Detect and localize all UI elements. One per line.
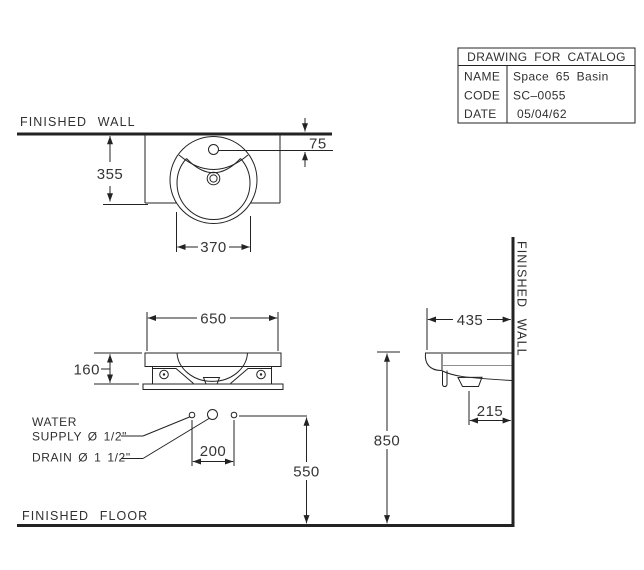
title-block-border: [457, 47, 636, 124]
floor: FINISHED FLOOR: [17, 509, 515, 527]
dim-75-group: 75: [302, 118, 327, 167]
bowl-front-curve: [176, 352, 248, 382]
top-view: FINISHED WALL: [17, 115, 333, 224]
faucet-hole: [208, 144, 219, 155]
title-block-row-value-date: 05/04/62: [517, 107, 567, 121]
water-supply-label-line1: WATER: [32, 415, 77, 429]
dim-850-group: 850: [374, 351, 401, 524]
dim-370-group: 370: [176, 212, 251, 256]
dim-435: 435: [457, 312, 484, 329]
finished-wall-side-label: FINISHED WALL: [515, 241, 529, 357]
bowl-outer-rim: [169, 136, 258, 224]
dim-215: 215: [477, 403, 504, 420]
left-bracket-outline: [152, 368, 194, 384]
title-block-row-value-code: SC–0055: [513, 89, 566, 103]
dim-75: 75: [309, 136, 327, 153]
dim-650: 650: [200, 311, 227, 328]
title-block-row-label-name: NAME: [464, 70, 500, 84]
dim-550: 550: [293, 464, 320, 481]
right-bracket-bolt: [259, 373, 263, 376]
side-drain-fitting: [457, 376, 483, 387]
dim-435-group: 435: [426, 308, 511, 350]
side-bowl-bottom: [441, 370, 512, 381]
bowl-inner-rim: [176, 158, 251, 221]
dim-550-group: 550: [239, 415, 320, 524]
dim-355: 355: [97, 166, 124, 183]
dim-160: 160: [73, 362, 100, 379]
drain-hole-inner: [209, 174, 218, 183]
front-view: [142, 352, 284, 390]
side-front-curve: [424, 352, 442, 371]
left-bracket-bolt: [162, 373, 166, 376]
dim-850: 850: [374, 433, 401, 450]
supply-drain-callouts: WATER SUPPLY Ø 1/2" DRAIN Ø 1 1/2": [32, 409, 238, 465]
dim-355-group: 355: [97, 136, 148, 205]
title-block-title: DRAWING FOR CATALOG: [467, 50, 626, 64]
base-plate: [142, 383, 284, 390]
side-bracket-pin: [442, 370, 448, 388]
dim-200-group: 200: [191, 420, 235, 466]
finished-wall-top-label: FINISHED WALL: [20, 115, 136, 129]
title-block: DRAWING FOR CATALOG NAME Space 65 Basin …: [457, 47, 636, 124]
drain-point: [207, 409, 218, 420]
bowl-back-ledge-outer: [178, 154, 249, 170]
water-supply-leader: [142, 416, 190, 437]
drain-leader: [142, 418, 210, 459]
basin-rim-band: [144, 352, 282, 367]
drain-hole-outer: [206, 171, 221, 186]
water-supply-label-line2: SUPPLY Ø 1/2": [32, 430, 127, 444]
water-supply-right-point: [230, 411, 238, 419]
right-bracket-outline: [230, 368, 272, 384]
dim-215-group: 215: [468, 391, 511, 425]
left-bracket-hole: [159, 369, 169, 380]
title-block-row-label-date: DATE: [464, 107, 497, 121]
bowl-back-ledge-inner: [186, 158, 241, 174]
dim-160-group: 160: [73, 352, 142, 385]
drain-label: DRAIN Ø 1 1/2": [32, 451, 131, 465]
side-view: FINISHED WALL: [424, 237, 529, 527]
finished-floor-label: FINISHED FLOOR: [22, 509, 148, 523]
right-bracket-hole: [256, 369, 266, 380]
title-block-row-value-name: Space 65 Basin: [513, 70, 609, 84]
water-supply-left-point: [188, 411, 196, 419]
title-block-row-label-code: CODE: [464, 89, 500, 103]
dim-650-group: 650: [146, 311, 279, 351]
dim-370: 370: [200, 239, 227, 256]
dim-200: 200: [200, 443, 227, 460]
